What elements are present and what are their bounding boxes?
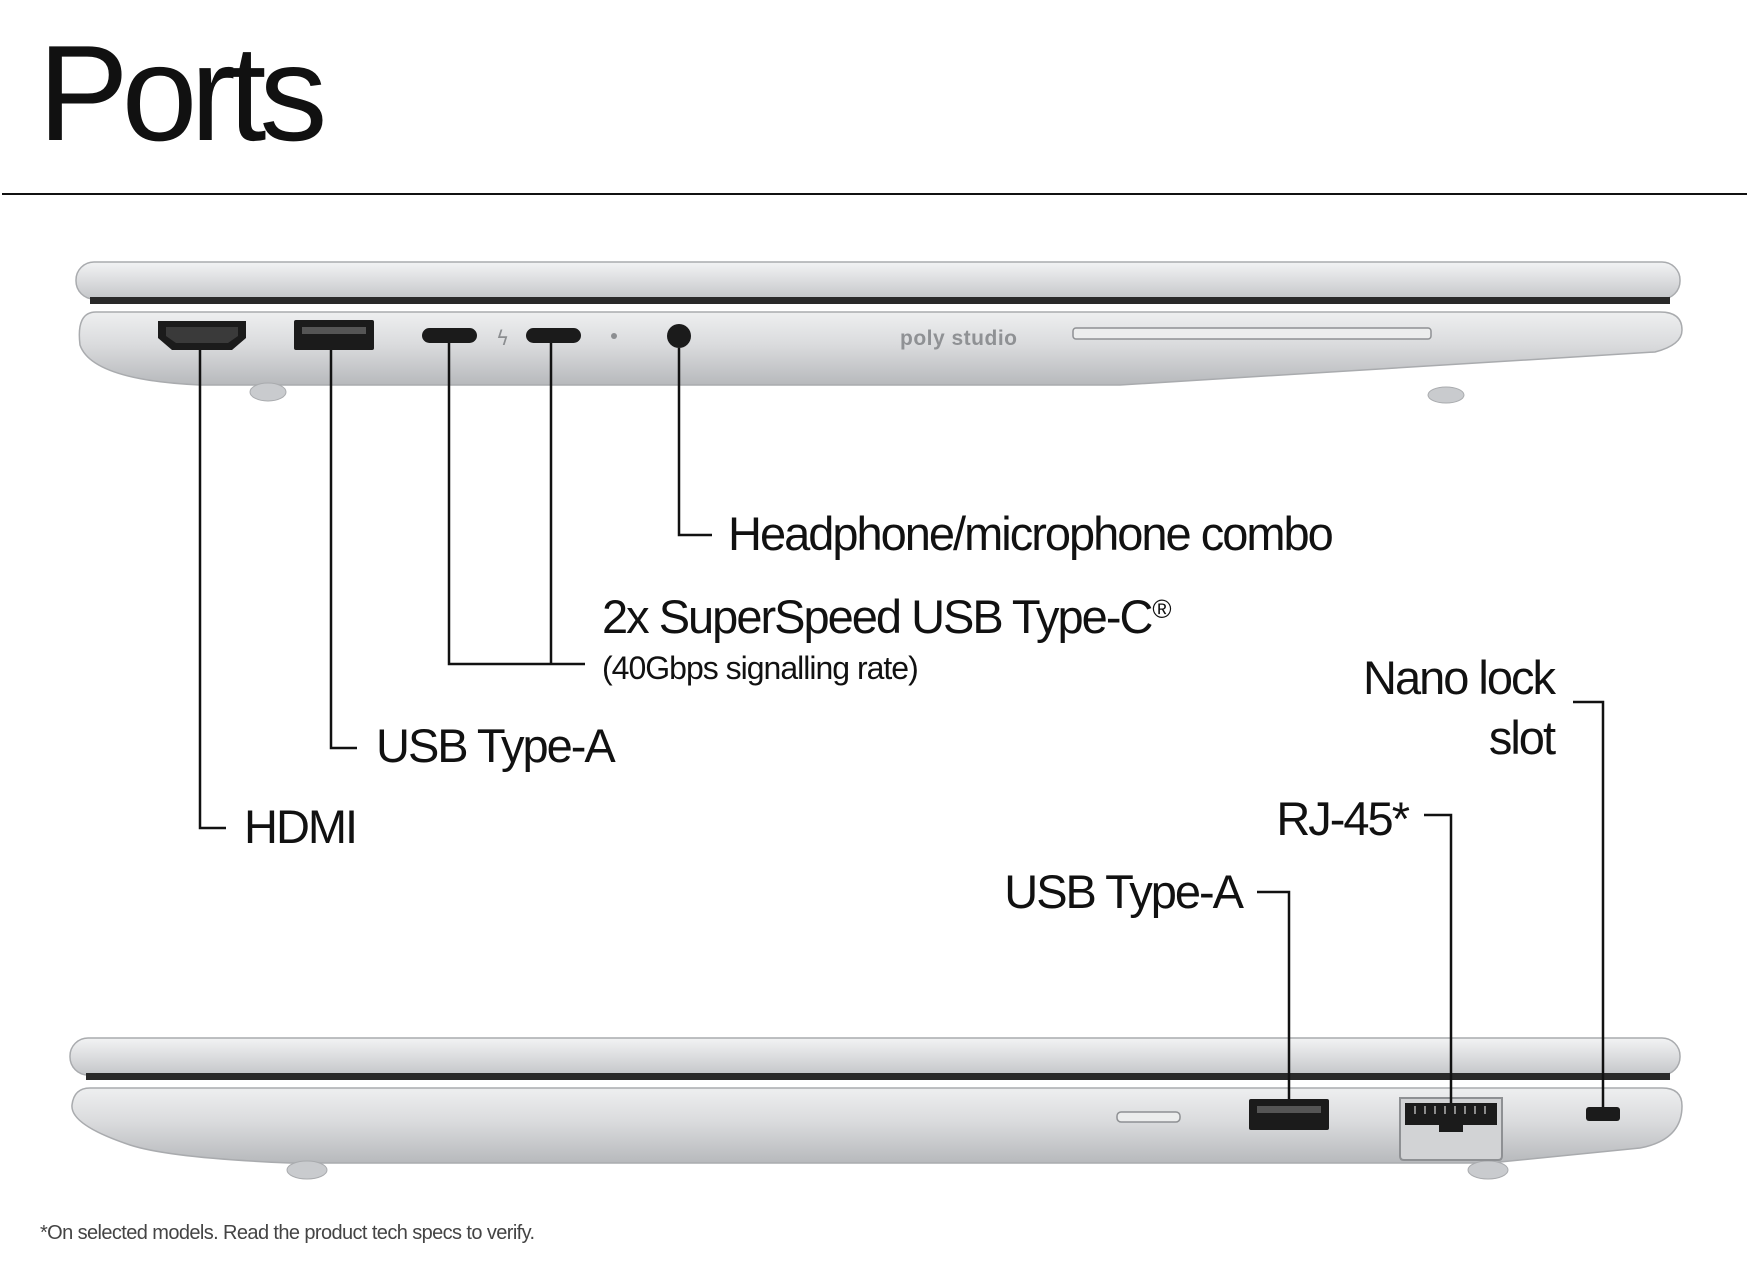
leader-nano-lock: [1573, 700, 1605, 1107]
sd-card-slot: [1116, 1111, 1181, 1123]
foot-left-2: [286, 1160, 328, 1180]
foot-left: [249, 382, 287, 402]
usb-a-port-right: [1249, 1099, 1329, 1130]
foot-right: [1427, 386, 1465, 404]
lid-gap-2: [86, 1073, 1670, 1080]
label-usb-a-right: USB Type-A: [1004, 865, 1244, 918]
laptop-right-side: [69, 1037, 1683, 1180]
label-usb-c-rate: (40Gbps signalling rate): [602, 650, 919, 686]
usb-a-port-left: [294, 320, 374, 350]
leader-lines-bottom: [1257, 700, 1605, 1107]
label-hdmi: HDMI: [244, 800, 358, 853]
label-rj45: RJ-45*: [1276, 792, 1410, 845]
label-headphone: Headphone/microphone combo: [728, 507, 1334, 560]
audio-jack-port: [667, 324, 691, 348]
speaker-vent: [1072, 327, 1432, 340]
rj45-port: [1399, 1097, 1503, 1161]
registered-mark: ®: [1152, 594, 1171, 624]
thunderbolt-icon: ϟ: [496, 326, 509, 350]
usb-c-port-2: [526, 328, 581, 343]
usb-c-port-1: [422, 328, 477, 343]
lid-gap: [90, 297, 1670, 304]
foot-right-2: [1467, 1160, 1509, 1180]
leader-usb-a-right: [1257, 890, 1291, 1099]
nano-lock-slot: [1586, 1107, 1620, 1121]
label-nano-lock-line1: Nano lock: [1363, 651, 1556, 704]
label-nano-lock-line2: slot: [1488, 711, 1556, 764]
leader-hdmi: [198, 350, 226, 830]
hdmi-port: [158, 321, 246, 350]
poly-studio-logo: poly studio: [900, 327, 1018, 350]
leader-usb-c: [447, 343, 585, 666]
laptop-lid-2: [69, 1037, 1681, 1076]
laptop-lid: [75, 261, 1681, 300]
footnote: *On selected models. Read the product te…: [40, 1222, 535, 1244]
page-title: Ports: [38, 17, 327, 169]
leader-rj45: [1424, 813, 1453, 1103]
label-usb-a-left: USB Type-A: [376, 719, 616, 772]
label-usb-c: 2x SuperSpeed USB Type-C®: [602, 590, 1172, 643]
leader-usb-a-left: [329, 350, 357, 750]
title-divider: [2, 193, 1747, 195]
laptop-left-side: ϟ poly studio: [75, 261, 1683, 404]
leader-lines-top: [198, 343, 712, 830]
status-led: [611, 333, 617, 339]
label-usb-c-text: 2x SuperSpeed USB Type-C: [602, 590, 1153, 643]
leader-headphone: [677, 348, 712, 537]
